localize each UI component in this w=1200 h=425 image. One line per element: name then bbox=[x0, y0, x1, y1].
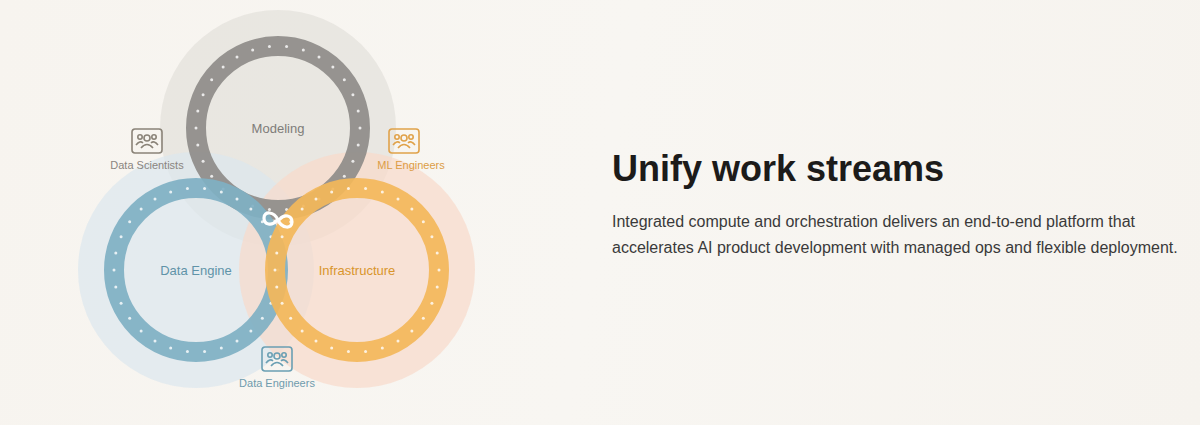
team-label: Data Scientists bbox=[110, 159, 183, 171]
ring-node: Data Engine bbox=[104, 178, 288, 362]
center-logo bbox=[258, 205, 298, 235]
team-icon bbox=[389, 129, 419, 153]
ring-node: Infrastructure bbox=[265, 178, 449, 362]
team-icon bbox=[132, 129, 162, 153]
halo bbox=[239, 152, 475, 388]
heading: Unify work streams bbox=[612, 148, 944, 190]
ring-label: Modeling bbox=[252, 121, 305, 136]
ring-label: Infrastructure bbox=[319, 263, 396, 278]
body-text: Integrated compute and orchestration del… bbox=[612, 209, 1187, 261]
team-icon bbox=[262, 347, 292, 371]
ring-label: Data Engine bbox=[160, 263, 232, 278]
team-label: Data Engineers bbox=[239, 377, 315, 389]
team-label: ML Engineers bbox=[377, 159, 444, 171]
